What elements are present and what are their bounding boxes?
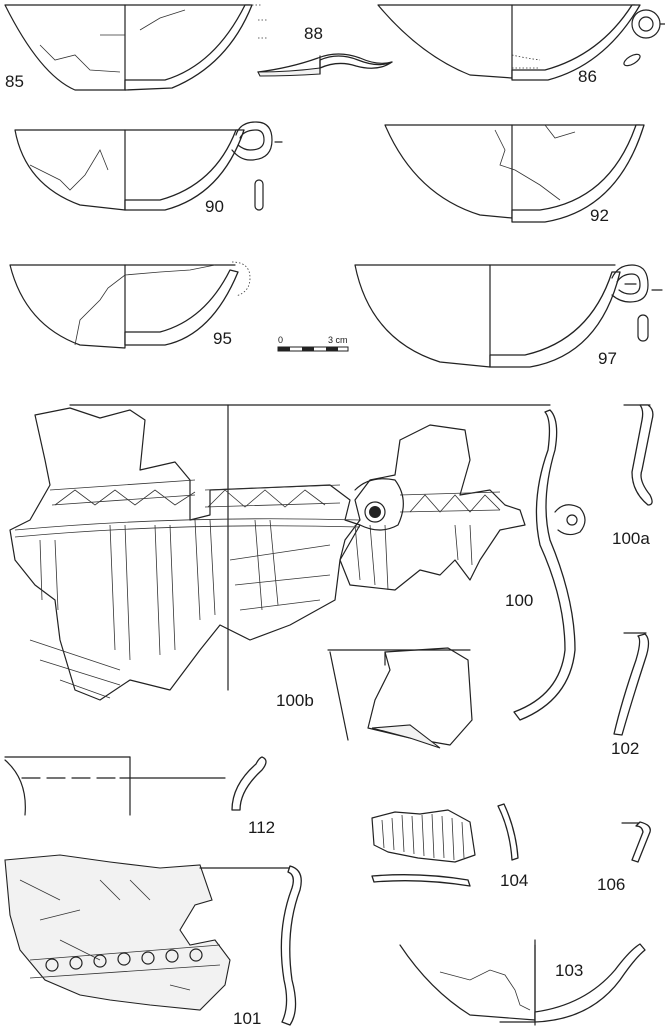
scale-bar xyxy=(277,346,349,352)
vessel-88 xyxy=(257,53,393,77)
label-103: 103 xyxy=(555,961,584,980)
vessel-103 xyxy=(399,939,646,1026)
label-100b: 100b xyxy=(276,691,314,710)
vessel-104 xyxy=(371,803,519,887)
scale-bar-end-label: 3 cm xyxy=(328,335,348,345)
vessel-90 xyxy=(14,121,283,211)
scale-bar-start-label: 0 xyxy=(278,335,284,345)
label-100: 100 xyxy=(505,591,534,610)
vessel-85 xyxy=(4,4,268,91)
label-97: 97 xyxy=(598,349,617,368)
label-104: 104 xyxy=(500,871,529,890)
vessel-102 xyxy=(613,632,650,736)
vessel-100 xyxy=(9,404,586,721)
label-88: 88 xyxy=(304,24,323,43)
label-112: 112 xyxy=(248,818,276,837)
label-100a: 100a xyxy=(612,529,650,548)
label-86: 86 xyxy=(578,67,597,86)
vessel-97 xyxy=(354,264,663,368)
vessel-95 xyxy=(9,261,251,349)
label-90: 90 xyxy=(205,197,224,216)
label-102: 102 xyxy=(611,739,640,758)
vessel-86 xyxy=(377,4,665,81)
vessel-106 xyxy=(621,821,651,863)
vessel-112 xyxy=(4,756,267,816)
vessel-100b xyxy=(327,647,473,749)
label-106: 106 xyxy=(597,875,626,894)
vessel-92 xyxy=(384,124,645,223)
vessel-101 xyxy=(4,854,302,1026)
label-92: 92 xyxy=(590,206,609,225)
label-101: 101 xyxy=(233,1009,262,1028)
label-85: 85 xyxy=(5,72,24,91)
vessel-100a xyxy=(623,404,654,506)
label-95: 95 xyxy=(213,329,232,348)
